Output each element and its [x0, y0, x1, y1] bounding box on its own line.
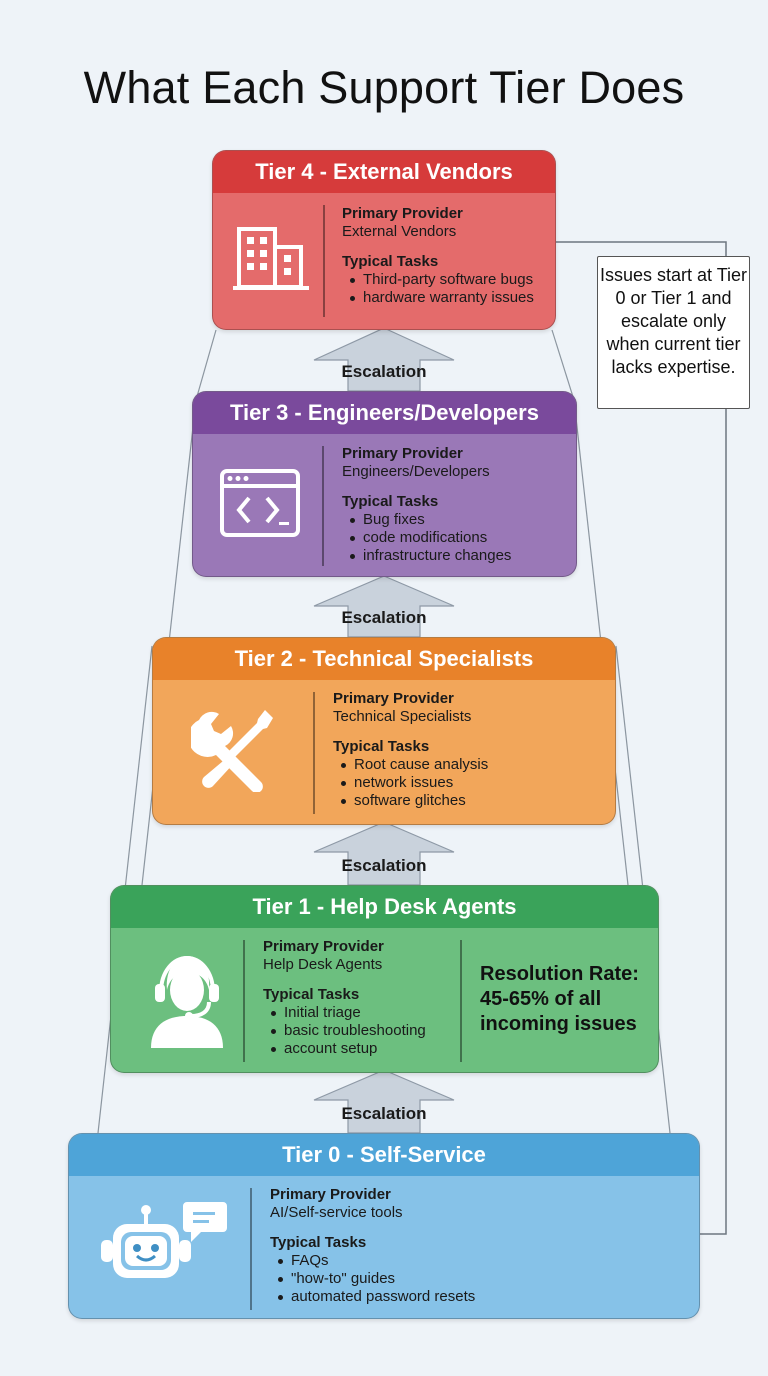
chatbot-icon — [99, 1200, 229, 1301]
tier-0-card: Tier 0 - Self-Service — [68, 1133, 700, 1319]
tier-2-card: Tier 2 - Technical Specialists Primary P… — [152, 637, 616, 825]
tier-3-divider — [322, 446, 324, 566]
escalation-note: Issues start at Tier 0 or Tier 1 and esc… — [597, 256, 750, 409]
code-window-icon — [219, 468, 301, 543]
task-item: Third-party software bugs — [342, 271, 534, 289]
tier-1-divider — [243, 940, 245, 1062]
tier-2-divider — [313, 692, 315, 814]
typical-tasks-label: Typical Tasks — [342, 493, 439, 510]
escalation-label-3-4: Escalation — [341, 362, 427, 381]
tier-1-title: Tier 1 - Help Desk Agents — [111, 886, 658, 928]
task-item: network issues — [333, 774, 488, 792]
escalation-label-2-3: Escalation — [341, 608, 427, 627]
primary-provider-label: Primary Provider — [342, 445, 463, 462]
tier-2-title: Tier 2 - Technical Specialists — [153, 638, 615, 680]
wrench-screwdriver-icon — [188, 706, 277, 797]
task-item: account setup — [263, 1040, 426, 1058]
primary-provider-value: Engineers/Developers — [342, 463, 490, 480]
tier-2-info: Primary Provider Technical Specialists T… — [333, 690, 488, 810]
task-item: automated password resets — [270, 1288, 475, 1306]
escalation-label-0-1: Escalation — [341, 1104, 427, 1123]
primary-provider-value: Help Desk Agents — [263, 956, 383, 973]
office-building-icon — [233, 221, 309, 298]
tier-3-card: Tier 3 - Engineers/Developers Primary Pr… — [192, 391, 577, 577]
typical-tasks-label: Typical Tasks — [333, 738, 430, 755]
tier-1-info: Primary Provider Help Desk Agents Typica… — [263, 938, 426, 1058]
escalation-bracket-line — [556, 241, 727, 1235]
typical-tasks-label: Typical Tasks — [342, 253, 439, 270]
tier-1-divider-2 — [460, 940, 462, 1062]
task-item: Bug fixes — [342, 511, 511, 529]
typical-tasks-label: Typical Tasks — [263, 986, 360, 1003]
headset-agent-icon — [147, 950, 227, 1055]
tier-4-info: Primary Provider External Vendors Typica… — [342, 205, 534, 307]
task-item: software glitches — [333, 792, 488, 810]
task-item: hardware warranty issues — [342, 289, 534, 307]
page-title: What Each Support Tier Does — [83, 62, 685, 113]
task-item: FAQs — [270, 1252, 475, 1270]
primary-provider-label: Primary Provider — [333, 690, 454, 707]
tier-0-info: Primary Provider AI/Self-service tools T… — [270, 1186, 475, 1306]
escalation-label-1-2: Escalation — [341, 856, 427, 875]
tier-3-title: Tier 3 - Engineers/Developers — [193, 392, 576, 434]
tier-1-card: Tier 1 - Help Desk Agents Primary Provi — [110, 885, 659, 1073]
primary-provider-label: Primary Provider — [342, 205, 463, 222]
tier-4-card: Tier 4 - External Vendors Primary Provid… — [212, 150, 556, 330]
task-item: infrastructure changes — [342, 547, 511, 565]
task-item: "how-to" guides — [270, 1270, 475, 1288]
primary-provider-value: AI/Self-service tools — [270, 1204, 403, 1221]
tier-3-info: Primary Provider Engineers/Developers Ty… — [342, 445, 511, 565]
task-item: Initial triage — [263, 1004, 426, 1022]
primary-provider-label: Primary Provider — [263, 938, 384, 955]
resolution-rate: Resolution Rate: 45-65% of all incoming … — [480, 963, 639, 1035]
tier-0-title: Tier 0 - Self-Service — [69, 1134, 699, 1176]
tier-0-divider — [250, 1188, 252, 1310]
task-item: basic troubleshooting — [263, 1022, 426, 1040]
task-item: code modifications — [342, 529, 511, 547]
tier-4-title: Tier 4 - External Vendors — [213, 151, 555, 193]
tier-4-divider — [323, 205, 325, 317]
primary-provider-value: Technical Specialists — [333, 708, 472, 725]
task-item: Root cause analysis — [333, 756, 488, 774]
primary-provider-value: External Vendors — [342, 223, 457, 240]
primary-provider-label: Primary Provider — [270, 1186, 391, 1203]
typical-tasks-label: Typical Tasks — [270, 1234, 367, 1251]
